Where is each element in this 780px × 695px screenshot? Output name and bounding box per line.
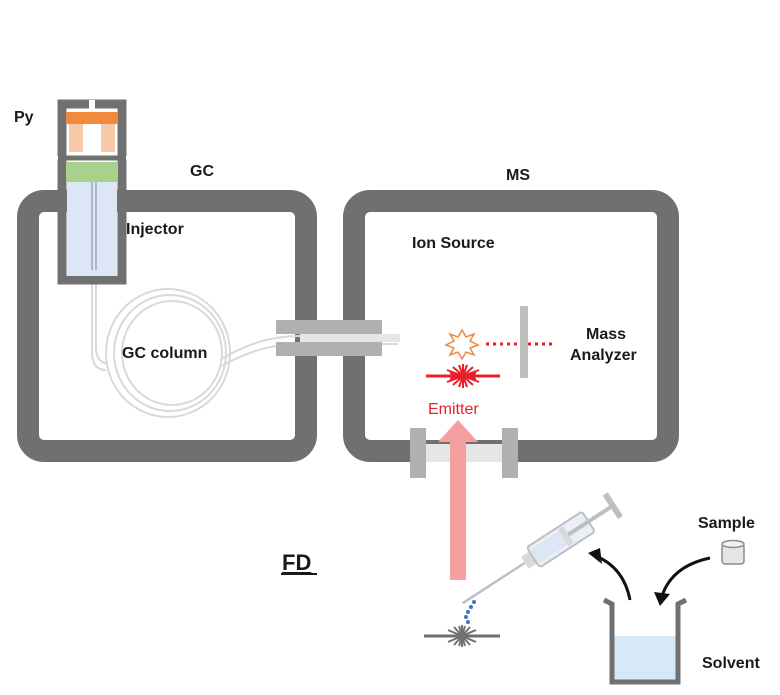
- arrowhead-down-icon: [654, 592, 670, 606]
- label-mass: Mass: [586, 326, 626, 343]
- sample-vial-icon: [721, 539, 745, 565]
- injector: [57, 160, 127, 285]
- label-ms: MS: [506, 167, 530, 184]
- arrowhead-left-icon: [588, 548, 602, 564]
- pyrolyzer: [57, 99, 127, 161]
- emitter: [426, 364, 500, 388]
- label-gc: GC: [190, 163, 214, 180]
- label-sample: Sample: [698, 515, 755, 532]
- ion-burst-icon: [444, 328, 480, 361]
- label-injector: Injector: [126, 221, 184, 238]
- mass-analyzer-slit: [520, 306, 528, 378]
- sample-droplets: [464, 600, 476, 624]
- syringe-icon: [462, 492, 623, 605]
- flow-arrows: [595, 554, 711, 601]
- label-ion-source: Ion Source: [412, 235, 495, 252]
- label-analyzer: Analyzer: [570, 347, 637, 364]
- solvent-beaker-icon: [602, 597, 688, 685]
- label-gc-column: GC column: [122, 345, 207, 362]
- label-fd: FD: [282, 550, 311, 575]
- transfer-line: [276, 320, 400, 356]
- label-py: Py: [14, 109, 34, 126]
- gc-column-coil: [91, 282, 398, 418]
- label-emitter: Emitter: [428, 401, 479, 418]
- emitter-bench: [424, 625, 500, 647]
- insertion-arrow-icon: [438, 420, 478, 580]
- label-solvent: Solvent: [702, 655, 760, 672]
- arrow-sample-to-beaker-icon: [660, 556, 711, 597]
